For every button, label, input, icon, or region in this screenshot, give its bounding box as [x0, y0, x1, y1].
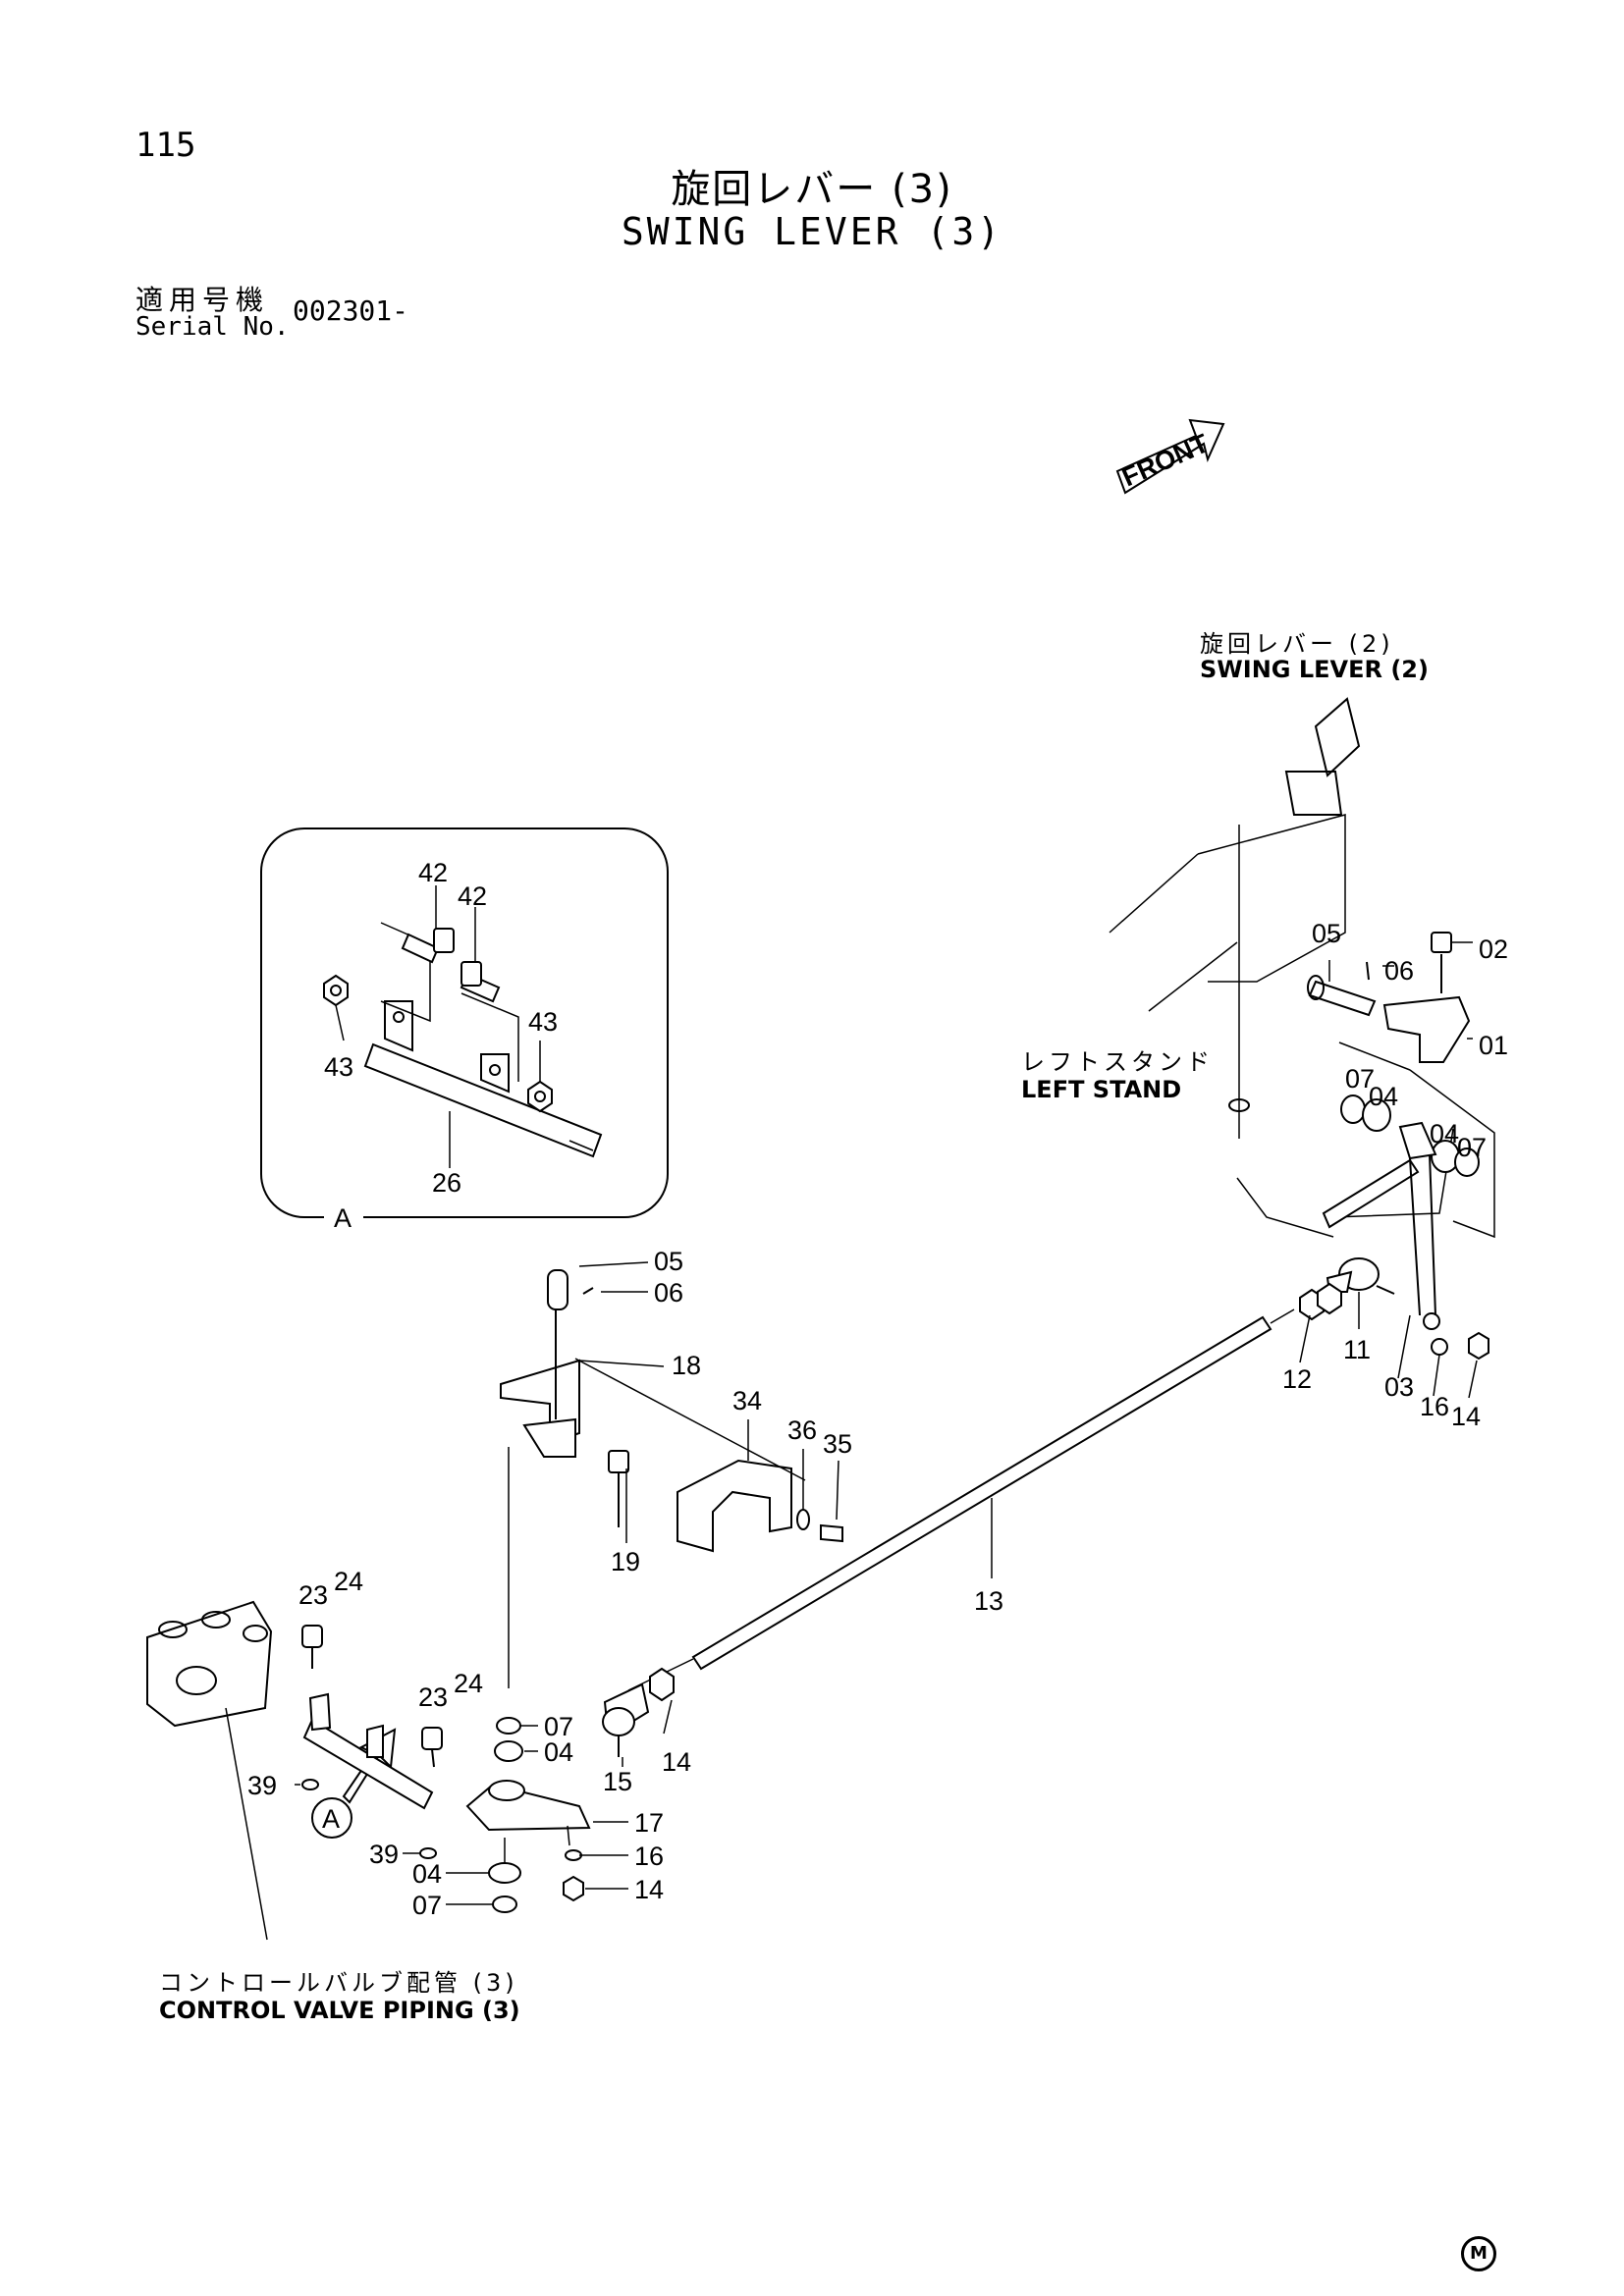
part-label-06-top: 06 [1384, 956, 1414, 986]
serial-label-en: Serial No. [135, 312, 290, 342]
part-label-26: 26 [432, 1168, 461, 1198]
callout-a-label: A [322, 1804, 340, 1834]
part-label-13: 13 [974, 1586, 1003, 1616]
part-label-07-d: 07 [412, 1891, 442, 1920]
part-label-04-a: 04 [1369, 1082, 1398, 1111]
lower-link-assembly [301, 1625, 591, 1913]
part-label-42b: 42 [458, 881, 487, 911]
part-label-16-bot: 16 [634, 1842, 664, 1871]
ref-swing-lever-2-en: SWING LEVER (2) [1200, 656, 1429, 683]
bracket-18-cover-34 [500, 1269, 843, 1688]
part-label-39-a: 39 [247, 1771, 277, 1800]
part-label-16: 16 [1420, 1392, 1449, 1421]
part-label-04-c: 04 [544, 1737, 573, 1767]
part-label-18: 18 [672, 1351, 701, 1380]
part-label-15: 15 [603, 1767, 632, 1796]
detail-a-box: A [260, 828, 669, 1233]
part-label-11: 11 [1343, 1335, 1371, 1364]
part-label-05: 05 [654, 1247, 683, 1276]
part-label-43b: 43 [324, 1052, 353, 1082]
ref-left-stand-en: LEFT STAND [1021, 1076, 1182, 1103]
part-label-43a: 43 [528, 1007, 558, 1037]
page-number: 115 [135, 126, 196, 165]
part-label-36: 36 [787, 1415, 817, 1445]
serial-label-jp: 適用号機 [135, 284, 270, 316]
front-arrow-icon: FRONT [1115, 418, 1225, 495]
part-label-07-b: 07 [1457, 1133, 1487, 1162]
part-label-07-c: 07 [544, 1712, 573, 1741]
part-label-02: 02 [1479, 934, 1508, 964]
part-label-03: 03 [1384, 1372, 1414, 1402]
part-label-35: 35 [823, 1429, 852, 1459]
m-mark-icon: M [1461, 2236, 1496, 2271]
part-label-14-top: 14 [1451, 1402, 1481, 1431]
ref-swing-lever-2-jp: 旋回レバー (2) [1200, 630, 1394, 658]
ref-control-valve-en: CONTROL VALVE PIPING (3) [159, 1997, 520, 2024]
front-label: FRONT [1117, 428, 1214, 492]
serial-value: 002301- [293, 294, 409, 327]
part-label-34: 34 [732, 1386, 762, 1415]
part-label-39-b: 39 [369, 1840, 399, 1869]
leader-lines [295, 941, 1478, 1905]
part-label-19: 19 [611, 1547, 640, 1576]
part-label-42a: 42 [418, 858, 448, 887]
part-label-24-b: 24 [454, 1669, 483, 1698]
part-label-14-mid: 14 [662, 1747, 691, 1777]
ref-left-stand-jp: レフトスタンド [1021, 1048, 1214, 1076]
part-label-23-b: 23 [418, 1682, 448, 1712]
part-label-14-bot: 14 [634, 1875, 664, 1904]
part-label-01: 01 [1479, 1031, 1508, 1060]
part-label-23-a: 23 [298, 1580, 328, 1610]
part-label-06: 06 [654, 1278, 683, 1308]
left-stand-bracket [1307, 932, 1495, 1361]
part-label-12: 12 [1282, 1364, 1312, 1394]
page-title-jp: 旋回レバー (3) [671, 167, 953, 212]
part-label-04-b: 04 [1430, 1119, 1459, 1148]
part-label-24-a: 24 [334, 1567, 363, 1596]
part-label-04-d: 04 [412, 1859, 442, 1889]
part-number-labels: 42 42 43 43 26 05 06 02 01 07 04 04 07 0… [247, 858, 1508, 1920]
part-label-17: 17 [634, 1808, 664, 1838]
control-valve-icon [146, 1600, 273, 1941]
ref-control-valve-jp: コントロールバルブ配管 (3) [159, 1969, 518, 1997]
part-label-07-a: 07 [1345, 1064, 1375, 1094]
page-title-en: SWING LEVER (3) [621, 210, 1003, 253]
rod-assembly [602, 1257, 1395, 1757]
part-label-05-top: 05 [1312, 919, 1341, 948]
detail-a-label: A [334, 1203, 352, 1233]
